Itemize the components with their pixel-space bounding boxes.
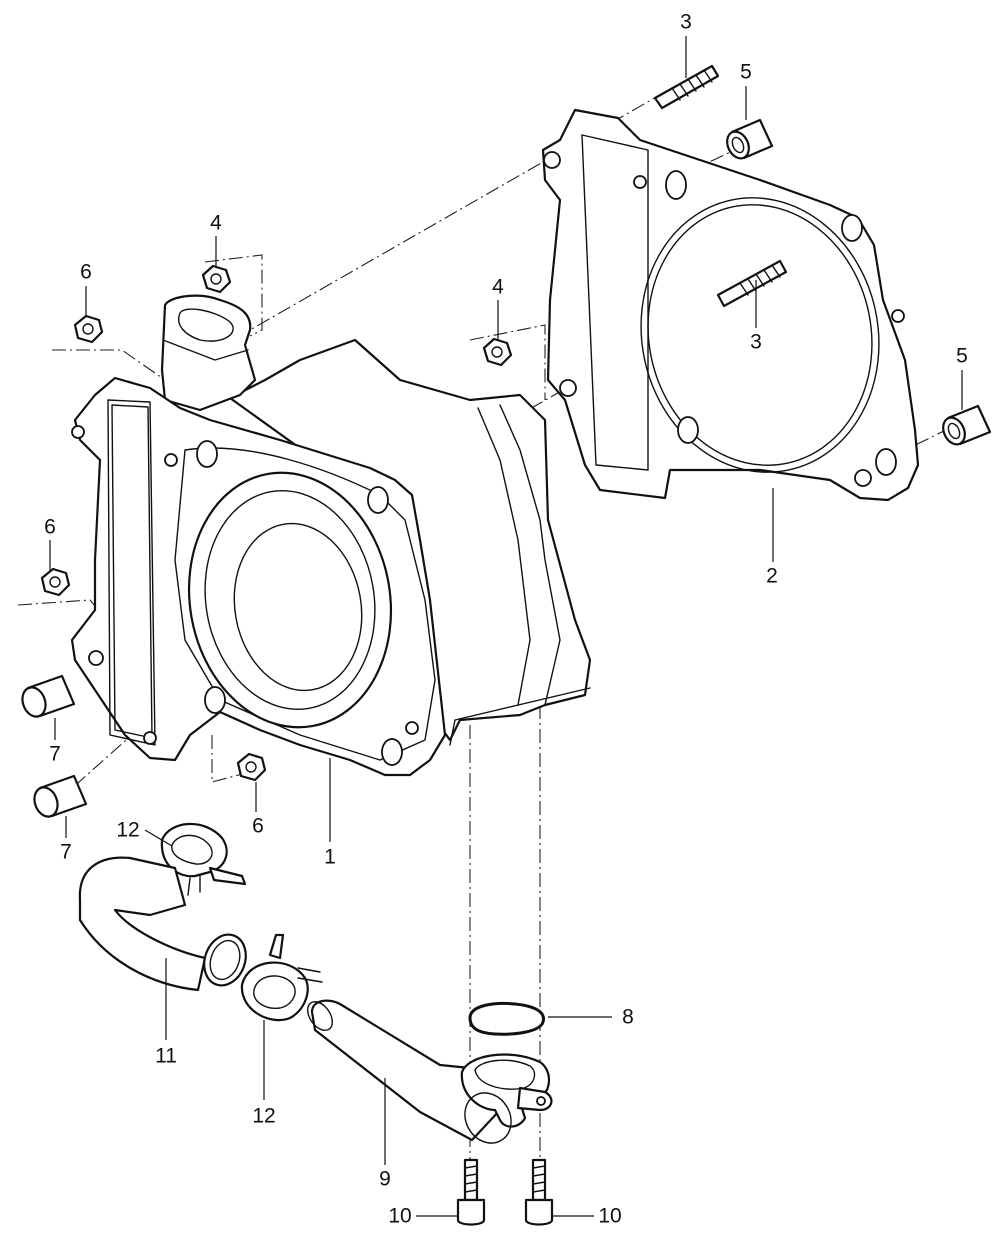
dowel-pin-right[interactable] <box>939 404 992 448</box>
hose-clamp-lower[interactable] <box>240 933 323 1022</box>
callout-4-left: 4 <box>210 212 222 235</box>
flange-nut-6-top[interactable] <box>73 314 104 344</box>
callout-3-lower: 3 <box>750 331 762 354</box>
callout-7-lower: 7 <box>60 841 72 864</box>
callout-5-upper: 5 <box>740 61 752 84</box>
flange-nut-4-left[interactable] <box>201 264 232 294</box>
dowel-pin-upper[interactable] <box>723 118 774 162</box>
flange-nut-6-middle[interactable] <box>40 567 71 597</box>
water-hose[interactable] <box>78 856 253 992</box>
hose-clamp-upper[interactable] <box>160 822 247 896</box>
callout-12-lower: 12 <box>252 1105 275 1128</box>
callout-9: 9 <box>379 1168 391 1191</box>
callout-5-right: 5 <box>956 345 968 368</box>
callout-11: 11 <box>155 1045 177 1068</box>
bolt-right[interactable] <box>524 1158 554 1226</box>
callout-labels: 3 5 4 6 4 3 5 6 2 7 7 6 1 12 8 11 12 9 1… <box>44 11 968 1228</box>
bolt-left[interactable] <box>456 1158 486 1226</box>
callout-3-upper: 3 <box>680 11 692 34</box>
callout-10-left: 10 <box>388 1205 411 1228</box>
callout-7-upper: 7 <box>49 743 61 766</box>
dowel-sleeve-upper[interactable] <box>19 674 76 720</box>
callout-6-top: 6 <box>80 261 92 284</box>
callout-6-bottom: 6 <box>252 815 264 838</box>
stud-lower[interactable] <box>716 259 788 308</box>
cylinder-block[interactable] <box>70 294 592 777</box>
callout-1: 1 <box>324 846 336 869</box>
callout-4-right: 4 <box>492 276 504 299</box>
flange-nut-6-bottom[interactable] <box>236 752 267 782</box>
leader-lines <box>49 36 963 1217</box>
callout-10-right: 10 <box>598 1205 621 1228</box>
stud-upper[interactable] <box>653 64 720 110</box>
callout-12-upper: 12 <box>116 819 139 842</box>
callout-8: 8 <box>622 1006 634 1029</box>
outlet-pipe[interactable] <box>303 997 553 1151</box>
callout-6-middle: 6 <box>44 516 56 539</box>
o-ring[interactable] <box>468 1001 545 1036</box>
dowel-sleeve-lower[interactable] <box>31 774 88 820</box>
callout-2: 2 <box>766 565 778 588</box>
flange-nut-4-right[interactable] <box>482 337 513 367</box>
cylinder-gasket[interactable] <box>541 108 920 502</box>
